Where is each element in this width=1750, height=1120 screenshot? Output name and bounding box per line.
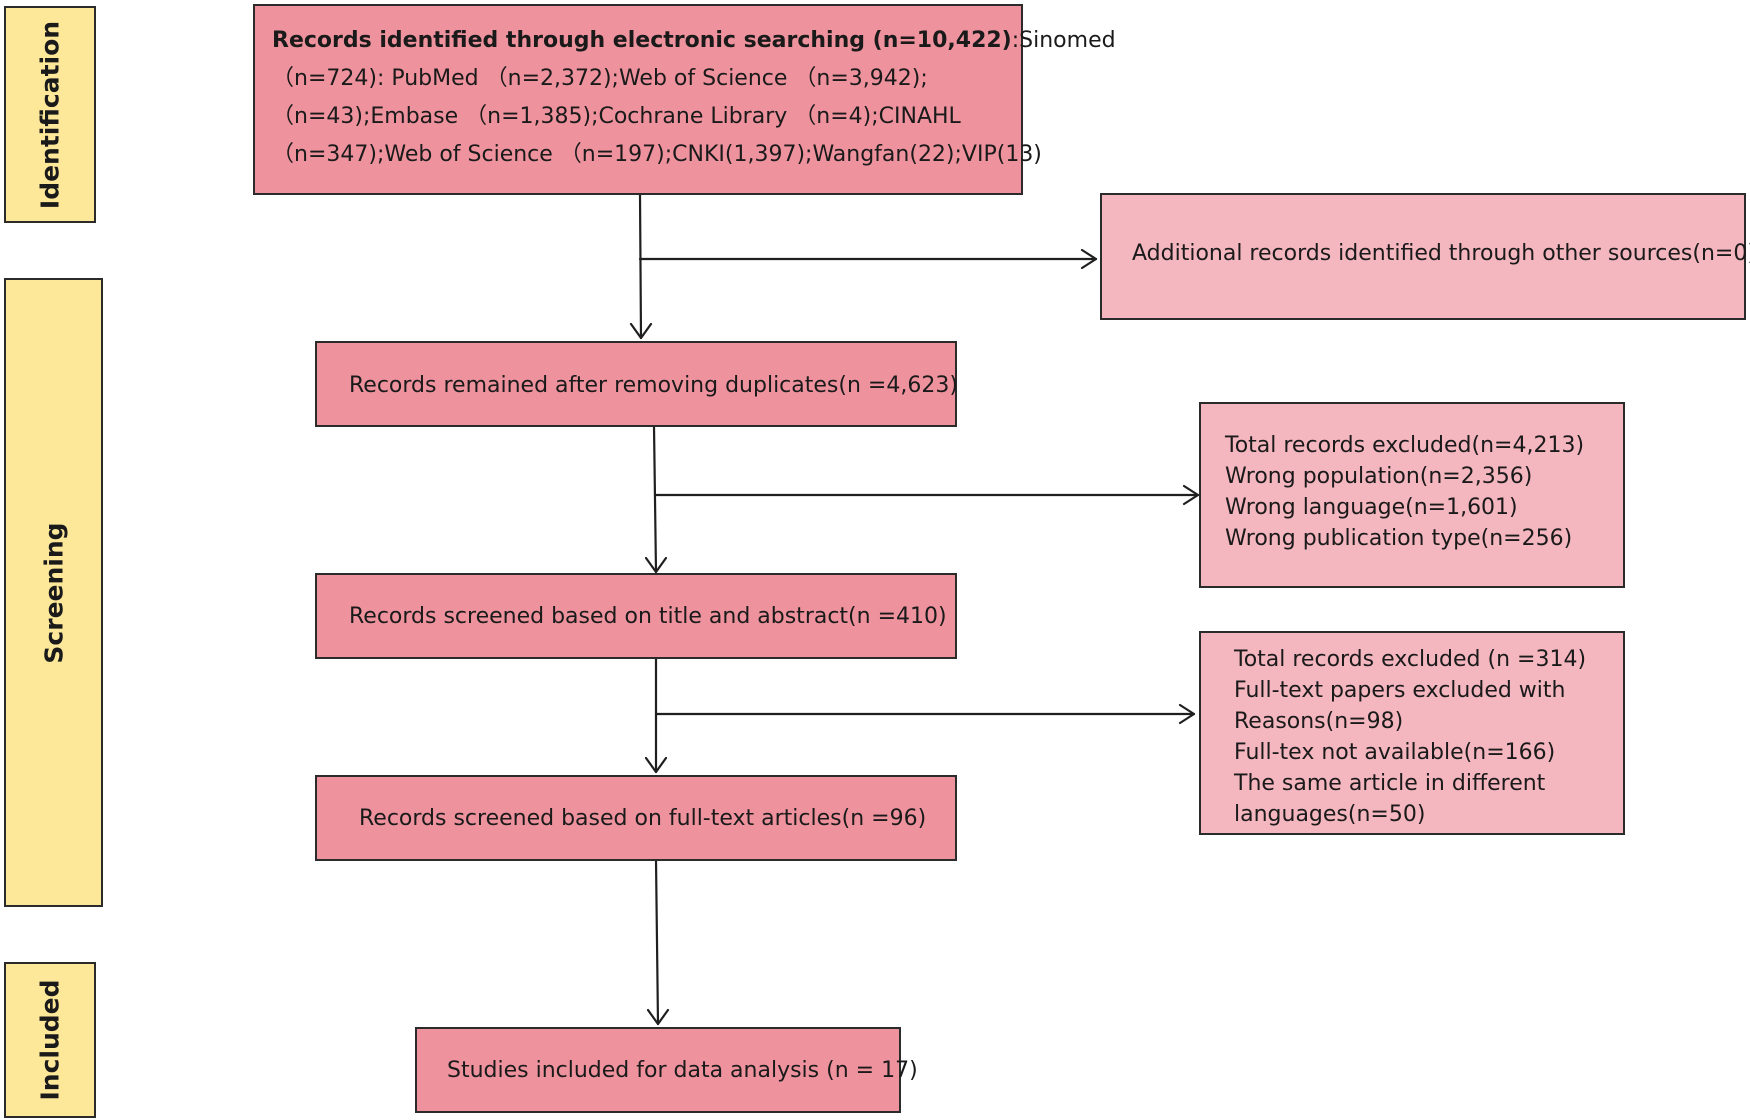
records-identified-line-1: Records identified through electronic se…: [272, 22, 1116, 60]
excluded-1-language: Wrong language(n=1,601): [1225, 495, 1518, 520]
excluded-2-fulltext-reasons: Full-text papers excluded with: [1234, 678, 1566, 703]
excluded-1-total: Total records excluded(n=4,213): [1225, 433, 1585, 458]
excluded-records-box-1: Total records excluded(n=4,213) Wrong po…: [1199, 402, 1625, 588]
after-duplicates-text: Records remained after removing duplicat…: [349, 373, 958, 398]
fulltext-screening-text: Records screened based on full-text arti…: [359, 806, 927, 831]
arrowhead-duplicates: [629, 322, 653, 340]
excluded-2-same-article: The same article in different: [1234, 771, 1546, 796]
phase-screening: Screening: [4, 278, 103, 907]
additional-records-text: Additional records identified through ot…: [1132, 241, 1750, 266]
excluded-2-languages: languages(n=50): [1234, 802, 1426, 827]
title-abstract-screening-box: Records screened based on title and abst…: [315, 573, 957, 659]
records-identified-line-2: （n=724): PubMed （n=2,372);Web of Science…: [272, 66, 928, 91]
records-identified-line-3: （n=43);Embase （n=1,385);Cochrane Library…: [272, 104, 961, 129]
phase-included: Included: [4, 962, 96, 1118]
included-studies-text: Studies included for data analysis (n = …: [447, 1058, 918, 1083]
excluded-2-total: Total records excluded (n =314): [1234, 647, 1587, 672]
after-duplicates-box: Records remained after removing duplicat…: [315, 341, 958, 427]
arrowhead-included: [646, 1008, 670, 1026]
connector-duplicates-to-title: [652, 424, 658, 574]
title-abstract-screening-text: Records screened based on title and abst…: [349, 604, 947, 629]
arrowhead-excluded-2: [1178, 703, 1196, 725]
records-identified-total: Records identified through electronic se…: [272, 28, 1012, 53]
excluded-records-box-2: Total records excluded (n =314) Full-tex…: [1199, 631, 1625, 835]
arrowhead-additional: [1080, 248, 1098, 270]
phase-identification: Identification: [4, 6, 96, 223]
records-identified-sinomed: :Sinomed: [1011, 28, 1116, 53]
fulltext-screening-box: Records screened based on full-text arti…: [315, 775, 957, 861]
arrowhead-excluded-1: [1182, 484, 1200, 506]
arrowhead-title-screening: [644, 556, 668, 574]
excluded-1-population: Wrong population(n=2,356): [1225, 464, 1533, 489]
included-studies-box: Studies included for data analysis (n = …: [415, 1027, 918, 1113]
excluded-2-not-available: Full-tex not available(n=166): [1234, 740, 1556, 765]
records-identified-line-4: （n=347);Web of Science （n=197);CNKI(1,39…: [272, 142, 1042, 167]
connector-identified-to-duplicates: [638, 192, 643, 340]
arrowhead-fulltext-screening: [644, 756, 668, 774]
records-identified-box: Records identified through electronic se…: [253, 4, 1116, 195]
additional-records-box: Additional records identified through ot…: [1100, 193, 1750, 320]
excluded-1-publication-type: Wrong publication type(n=256): [1225, 526, 1573, 551]
excluded-2-reasons-count: Reasons(n=98): [1234, 709, 1404, 734]
connector-fulltext-to-included: [654, 858, 660, 1026]
